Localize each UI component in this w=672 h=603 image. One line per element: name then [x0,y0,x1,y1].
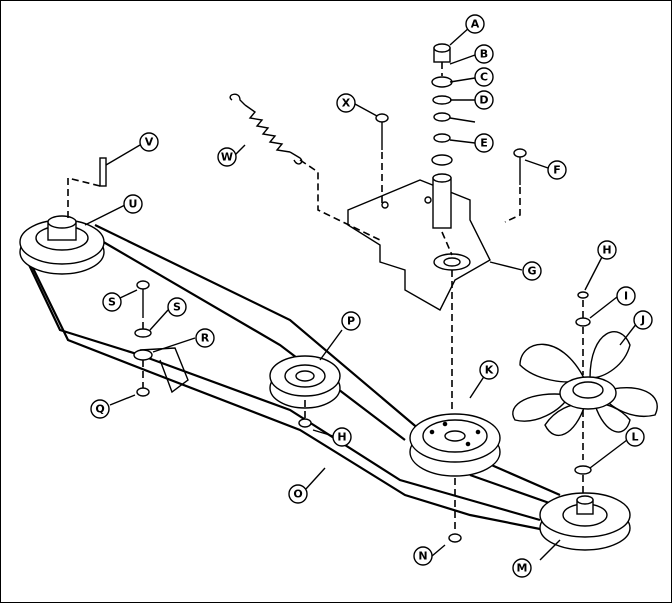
callout-j: J [633,310,653,330]
nut-n [448,478,462,543]
callout-u: U [123,194,143,214]
callout-w-label: W [221,151,233,164]
callout-d: D [474,90,494,110]
callout-q: Q [90,399,110,419]
callout-n: N [413,546,433,566]
callout-c-label: C [480,71,488,84]
spring-w [229,93,381,241]
callout-b: B [474,44,494,64]
bolt-f [504,148,527,223]
callout-f-label: F [553,164,561,177]
callout-o-label: O [293,488,302,501]
callout-a: A [465,14,485,34]
callout-w: W [217,147,237,167]
callout-s-right-label: S [173,301,181,314]
callout-c: C [474,67,494,87]
callout-i-label: I [624,290,628,303]
callout-m-label: M [517,562,528,575]
callout-f: F [547,160,567,180]
callout-l: L [625,427,645,447]
callout-a-label: A [471,18,480,31]
pulley-m [539,492,631,551]
callout-b-label: B [480,48,488,61]
fan-j [512,331,658,437]
callout-s-left: S [102,292,122,312]
callout-u-label: U [129,198,138,211]
pulley-p [269,355,341,409]
pulley-u [19,215,105,275]
nut-h-p [298,400,312,428]
callout-g: G [522,261,542,281]
callout-r-label: R [201,332,210,345]
callout-r: R [195,328,215,348]
callout-h-lower: H [332,427,352,447]
callout-k: K [479,360,499,380]
callout-s-left-label: S [108,296,116,309]
pulley-k [409,413,501,477]
nut-h-fan [575,291,591,460]
callout-l-label: L [631,431,638,444]
callout-o: O [288,484,308,504]
callout-n-label: N [418,550,427,563]
clip-v [67,157,107,222]
callout-v-label: V [145,136,154,149]
callout-h-lower-label: H [337,431,346,444]
callout-x: X [336,93,356,113]
nut-q [136,360,150,397]
drive-belt [21,224,561,532]
callout-h-upper: H [597,240,617,260]
callout-k-label: K [485,364,494,377]
bolt-s [134,280,152,338]
callout-p-label: P [347,315,355,328]
callout-x-label: X [342,97,351,110]
callout-q-label: Q [95,403,104,416]
leader-lines [84,26,638,561]
callout-g-label: G [527,265,536,278]
washer-l [574,465,592,495]
callout-m: M [512,558,532,578]
callout-i: I [616,286,636,306]
bolt-x [375,113,389,205]
callout-e: E [474,133,494,153]
callout-e-label: E [480,137,488,150]
callout-j-label: J [640,314,645,327]
callout-p: P [341,311,361,331]
idler-bracket-g [347,179,491,311]
callout-s-right: S [167,297,187,317]
callout-d-label: D [479,94,488,107]
spindle-stack [431,43,453,410]
callout-v: V [139,132,159,152]
callouts: A B C D E F G H I J K L M N O H P Q R S … [90,14,653,578]
callout-h-upper-label: H [602,244,611,257]
